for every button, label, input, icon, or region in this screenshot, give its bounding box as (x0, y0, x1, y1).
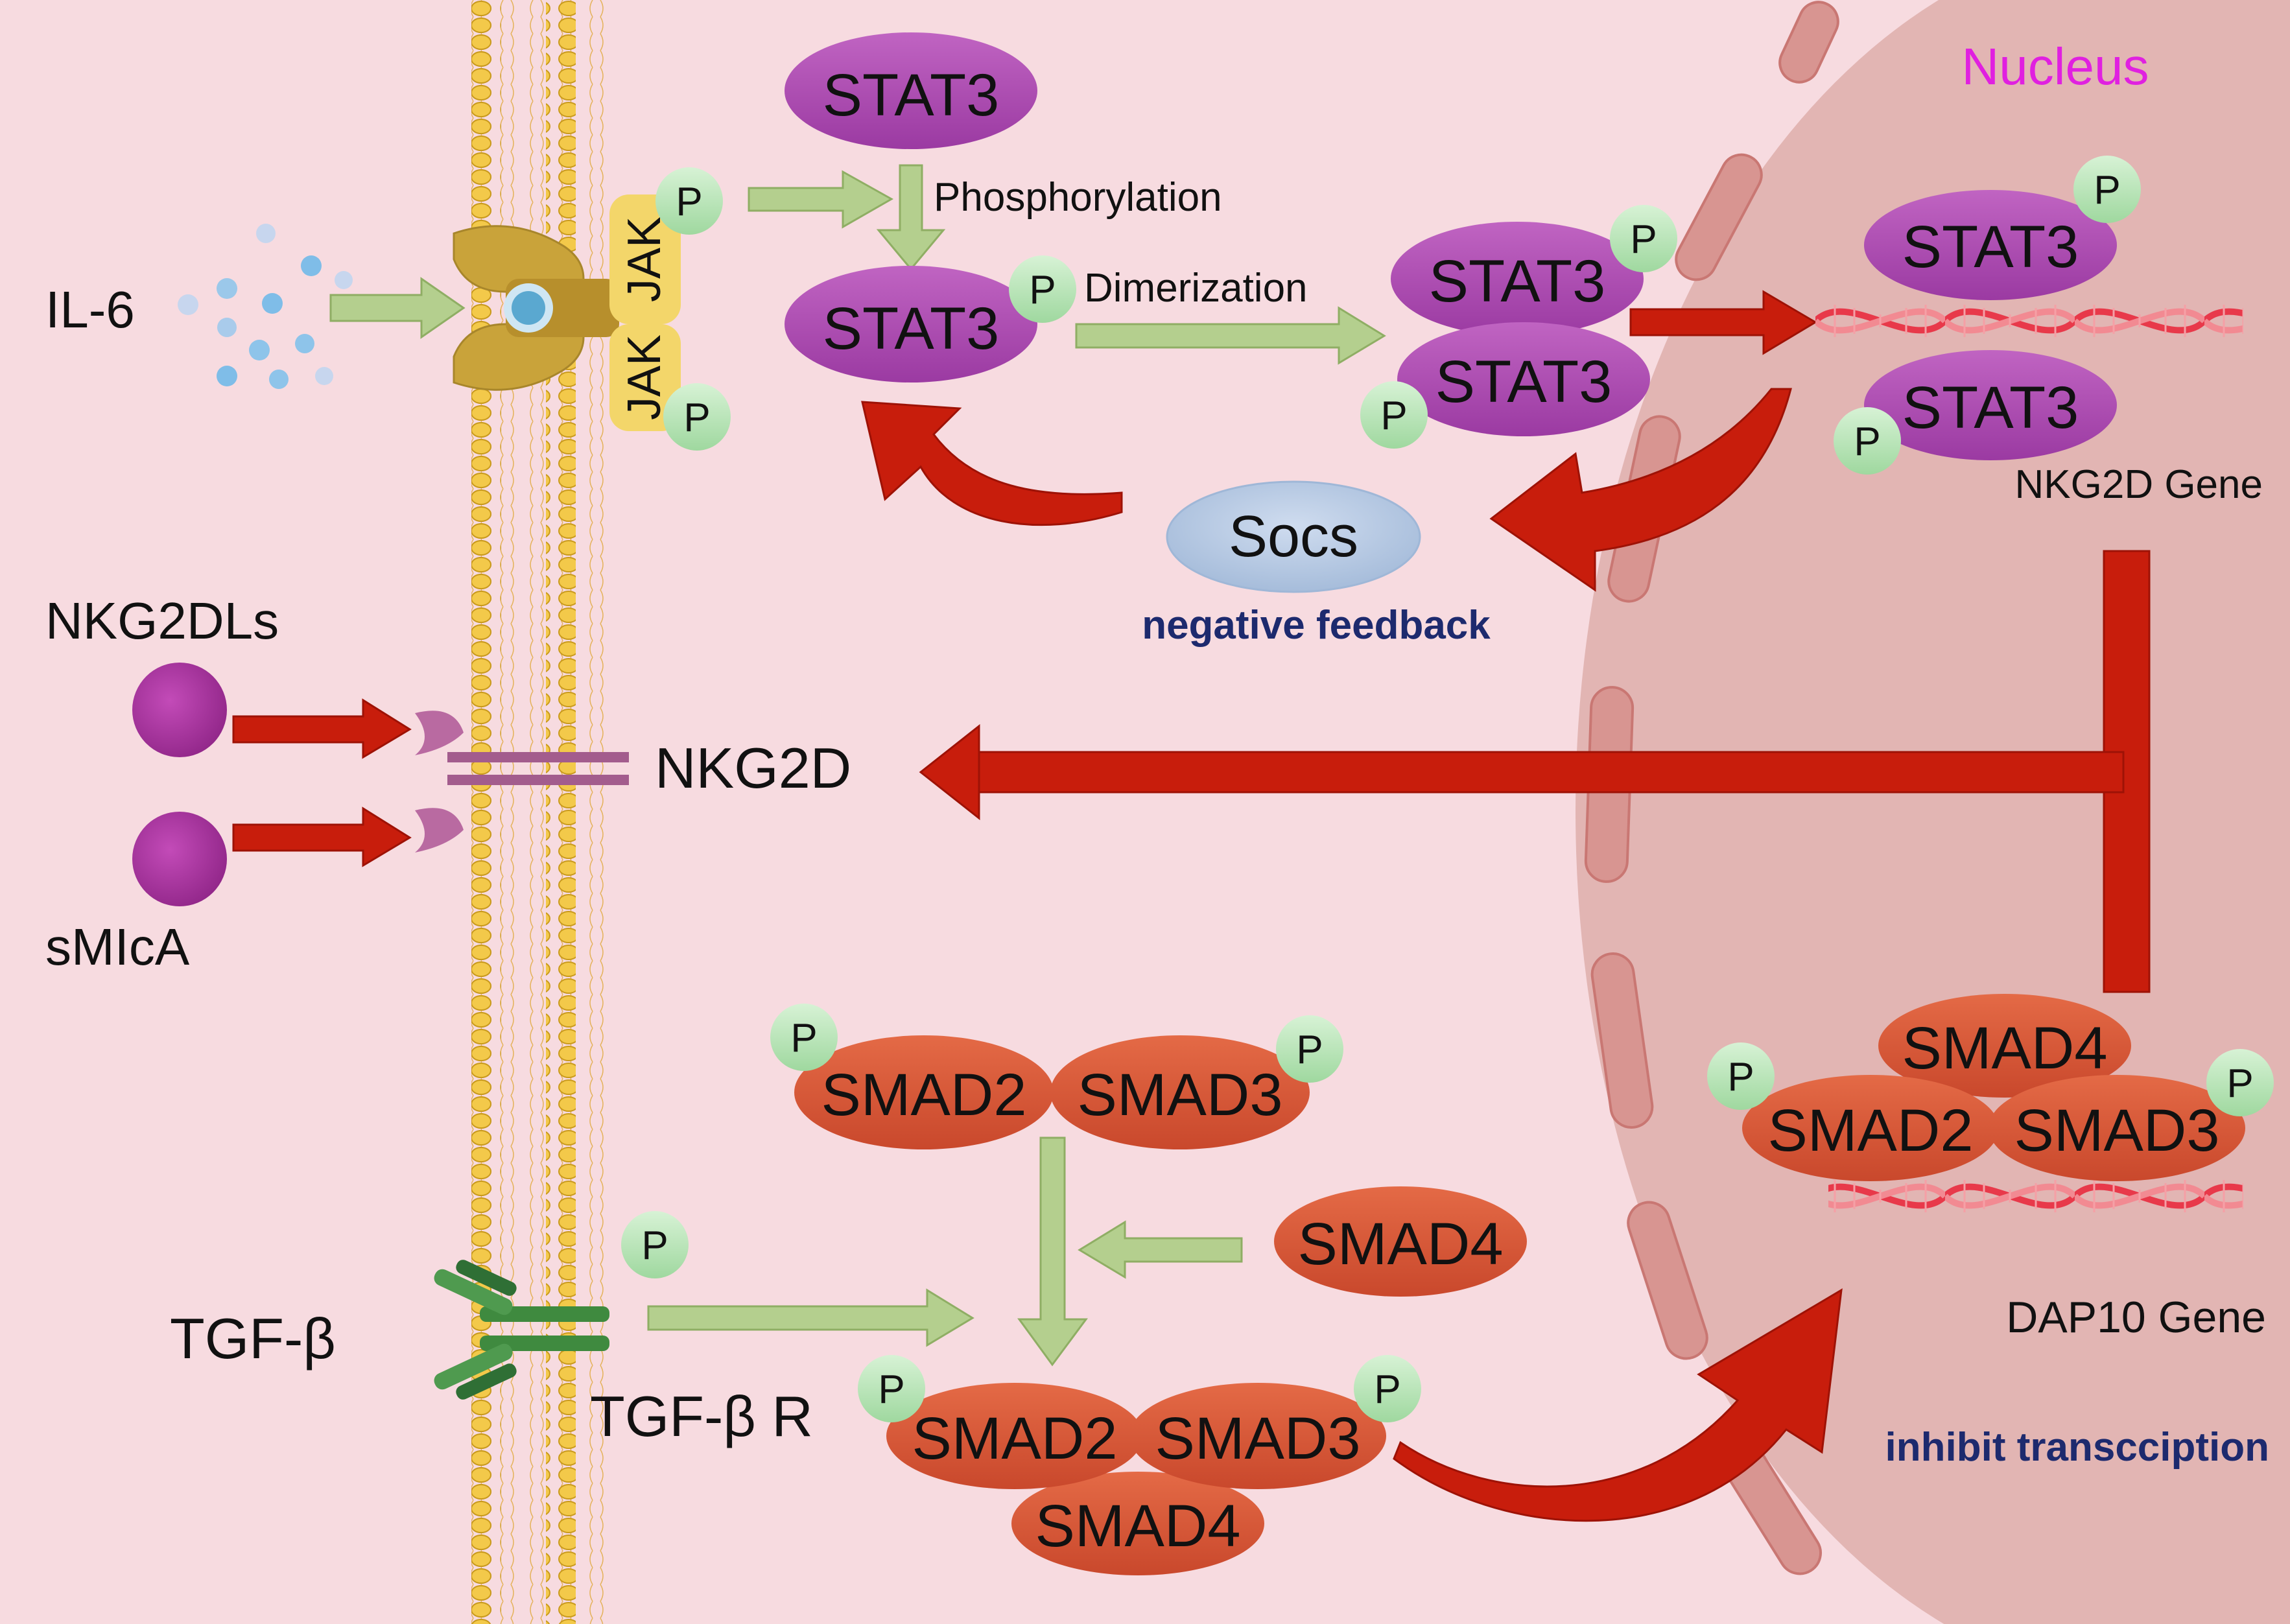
svg-text:SMAD3: SMAD3 (1078, 1062, 1283, 1128)
socs-feedback-arrow (861, 401, 1123, 526)
nucleus-to-socs-arrow (1489, 388, 1792, 592)
nkg2d-inhibition-pathway (919, 550, 2151, 993)
svg-text:SMAD2: SMAD2 (821, 1062, 1027, 1128)
dap10-gene-label: DAP10 Gene (2006, 1293, 2266, 1342)
inhibit-transcription-label: inhibit transcciption (1885, 1425, 2269, 1470)
smica-ligand (132, 812, 227, 906)
stat3-unphosphorylated: STAT3 (785, 32, 1037, 149)
svg-text:SMAD2: SMAD2 (1768, 1098, 1974, 1164)
jak-to-stat3-arrow (748, 170, 894, 229)
svg-text:P: P (790, 1016, 817, 1061)
dap10-gene-dna (1828, 1177, 2243, 1235)
nkg2d-gene-label: NKG2D Gene (2014, 462, 2263, 507)
nkg2dl-binding-arrow (232, 698, 412, 759)
nkg2dls-label: NKG2DLs (45, 592, 279, 650)
smad-complex-nucleus: SMAD4 SMAD2 SMAD3 P P (1707, 994, 2274, 1181)
svg-text:SMAD2: SMAD2 (912, 1406, 1118, 1472)
smad4-free: SMAD4 (1274, 1186, 1527, 1297)
svg-text:P: P (683, 395, 710, 440)
svg-text:STAT3: STAT3 (1902, 214, 2079, 280)
nkg2d-gene-dna (1815, 295, 2243, 353)
phospho-stat3: P (1009, 255, 1076, 323)
phospho-jak-top: P (655, 167, 723, 235)
svg-text:P: P (1854, 419, 1880, 464)
svg-text:P: P (1029, 268, 1056, 312)
stat3-dimer-nucleus: STAT3 STAT3 P P (1834, 156, 2141, 475)
il6-label: IL-6 (45, 281, 135, 338)
svg-text:P: P (676, 180, 702, 224)
tgfb-receptor (434, 1260, 609, 1400)
svg-text:Socs: Socs (1229, 504, 1358, 569)
smica-label: sMIcA (45, 918, 190, 976)
smad-complex-arrow (1017, 1136, 1088, 1367)
svg-text:SMAD3: SMAD3 (2014, 1098, 2220, 1164)
phosphorylation-label: Phosphorylation (934, 175, 1222, 220)
nkg2d-label: NKG2D (655, 736, 851, 800)
svg-text:STAT3: STAT3 (823, 62, 1000, 128)
svg-text:STAT3: STAT3 (823, 296, 1000, 362)
svg-text:P: P (878, 1367, 904, 1412)
nkg2dl-ligand (132, 663, 227, 757)
smad-complex-cytoplasm: SMAD4 SMAD2 SMAD3 P P (858, 1355, 1421, 1575)
tgfb-signal-arrow (647, 1288, 974, 1347)
dimerization-label: Dimerization (1084, 266, 1308, 311)
svg-text:P: P (2094, 168, 2120, 213)
tgfb-label: TGF-β (170, 1306, 336, 1371)
phosphorylation-arrow (876, 164, 946, 271)
socs: Socs (1166, 480, 1421, 593)
svg-text:P: P (1374, 1367, 1400, 1412)
smica-binding-arrow (232, 806, 412, 867)
svg-text:STAT3: STAT3 (1435, 349, 1612, 415)
il6-receptor (453, 225, 619, 391)
il6-molecules (178, 224, 353, 389)
svg-text:SMAD3: SMAD3 (1155, 1406, 1361, 1472)
jak-bottom: JAK (609, 324, 681, 431)
svg-text:P: P (1727, 1055, 1754, 1100)
svg-text:STAT3: STAT3 (1429, 248, 1606, 314)
svg-text:P: P (1296, 1028, 1323, 1072)
svg-text:JAK: JAK (619, 335, 670, 420)
smad4-join-arrow (1078, 1220, 1243, 1279)
stat3-dimer-cytoplasm: STAT3 STAT3 P P (1360, 205, 1677, 449)
jak-top: JAK (609, 194, 681, 324)
svg-text:STAT3: STAT3 (1902, 375, 2079, 441)
dimerization-arrow (1075, 306, 1386, 365)
svg-text:P: P (1630, 217, 1657, 262)
phospho-tgfb-receptor: P (621, 1211, 689, 1278)
svg-text:SMAD4: SMAD4 (1902, 1015, 2108, 1081)
svg-text:JAK: JAK (619, 217, 670, 302)
tgfb-receptor-label: TGF-β R (590, 1384, 813, 1448)
negative-feedback-label: negative feedback (1142, 603, 1491, 648)
svg-text:P: P (2226, 1061, 2253, 1106)
il6-binding-arrow (329, 277, 466, 339)
nucleus-label: Nucleus (1961, 38, 2149, 95)
svg-text:P: P (641, 1223, 668, 1268)
phospho-jak-bottom: P (663, 383, 731, 451)
svg-text:SMAD4: SMAD4 (1035, 1493, 1241, 1559)
dimer-to-nucleus-arrow (1629, 290, 1817, 355)
smad2-smad3-phosphorylated: SMAD2 SMAD3 P P (770, 1004, 1343, 1149)
smad-to-nucleus-arrow (1393, 1288, 1843, 1522)
nkg2d-receptor (415, 711, 629, 853)
svg-text:SMAD4: SMAD4 (1298, 1211, 1504, 1277)
stat3-phosphorylated: STAT3 (785, 266, 1037, 382)
svg-text:P: P (1380, 394, 1407, 438)
